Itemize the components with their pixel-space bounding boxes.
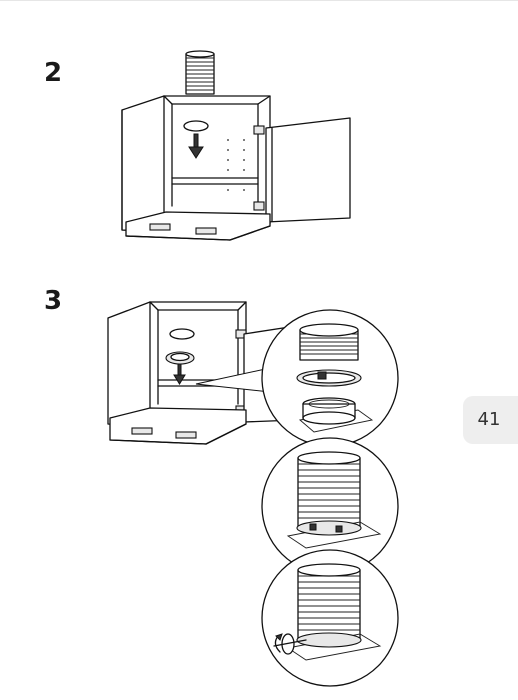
detail-circle-3 xyxy=(261,549,399,687)
page-number: 41 xyxy=(477,409,501,430)
step-number-2: 2 xyxy=(44,58,63,88)
screwdriver-icon xyxy=(273,633,307,655)
flexible-duct xyxy=(185,50,215,95)
shelf-pin-holes xyxy=(227,139,245,191)
step-3-cabinet xyxy=(107,301,297,445)
step-number-3: 3 xyxy=(44,286,63,316)
wall-cabinet xyxy=(121,95,351,233)
down-arrow-icon xyxy=(188,133,204,159)
detail-circle-1 xyxy=(261,309,399,447)
page-number-tab: 41 xyxy=(463,396,518,444)
detail-circle-2 xyxy=(261,437,399,575)
down-arrow-icon xyxy=(173,363,186,385)
range-hood xyxy=(125,211,271,241)
top-divider xyxy=(0,0,518,1)
